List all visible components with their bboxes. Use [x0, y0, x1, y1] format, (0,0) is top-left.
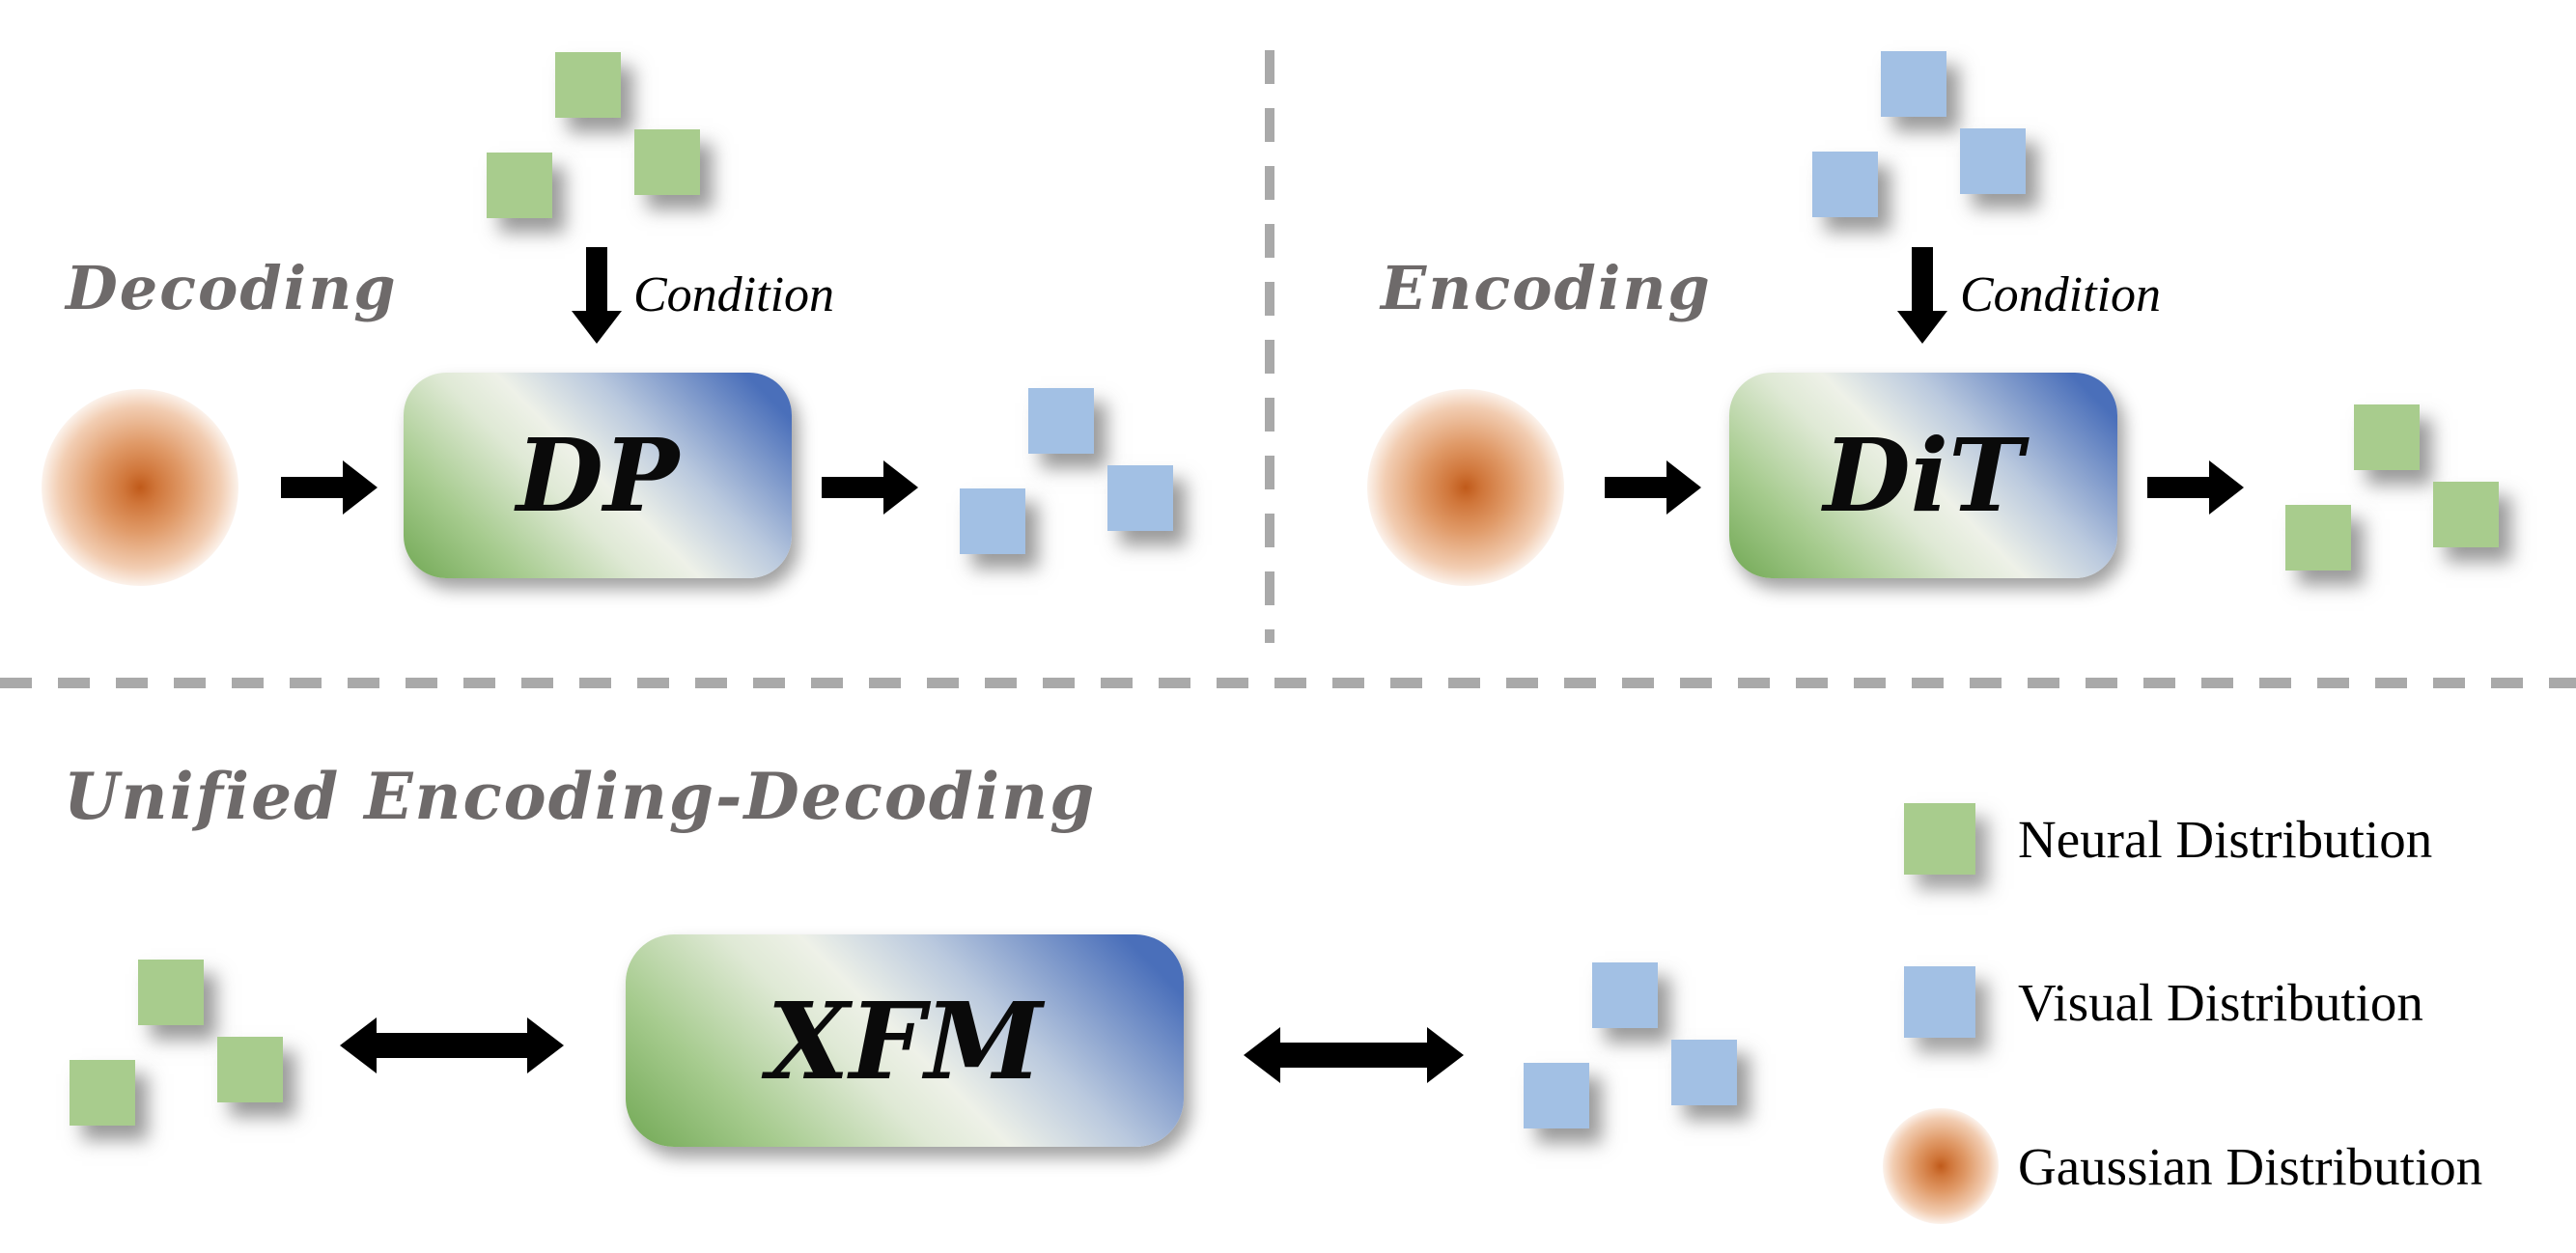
arrow-head [1427, 1027, 1464, 1083]
neural-square [487, 153, 552, 218]
neural-square [217, 1037, 283, 1102]
vertical-dashed-divider [1265, 50, 1274, 643]
visual-square [1960, 128, 2026, 194]
arrow-shaft [1280, 1043, 1427, 1068]
arrow-head [343, 460, 378, 515]
arrow-shaft [377, 1033, 527, 1058]
arrow-head [1244, 1027, 1280, 1083]
arrow-head [883, 460, 918, 515]
arrow-head [572, 311, 622, 344]
arrow-shaft [2147, 477, 2209, 498]
visual-square [1812, 152, 1878, 217]
gaussian-blob [1367, 389, 1564, 586]
encoding-title: Encoding [1381, 253, 1712, 323]
xfm-label: XFM [767, 978, 1043, 1103]
condition-label: Condition [1960, 267, 2162, 322]
visual-swatch-icon [1904, 966, 1975, 1038]
neural-square [555, 52, 621, 118]
legend-item: Gaussian Distribution [1883, 1108, 2482, 1224]
unified-title: Unified Encoding-Decoding [64, 759, 1097, 834]
xfm-box: XFM [626, 934, 1184, 1147]
flow-arrow-icon [2147, 460, 2244, 515]
decoding-title: Decoding [66, 253, 398, 323]
horizontal-dashed-divider [0, 678, 2576, 688]
legend-label: Gaussian Distribution [2018, 1136, 2483, 1196]
visual-square [1107, 465, 1173, 531]
arrow-shaft [1912, 247, 1933, 311]
dit-box: DiT [1729, 373, 2117, 578]
legend-label: Visual Distribution [2018, 972, 2423, 1032]
condition-arrow-icon [572, 247, 622, 344]
legend-item: Visual Distribution [1904, 966, 2423, 1038]
visual-square [1671, 1040, 1737, 1105]
flow-arrow-icon [281, 460, 378, 515]
arrow-shaft [822, 477, 883, 498]
neural-square [634, 129, 700, 195]
bidirectional-arrow-icon [1244, 1027, 1464, 1083]
dp-box: DP [404, 373, 792, 578]
condition-label: Condition [633, 267, 835, 322]
arrow-shaft [1605, 477, 1666, 498]
arrow-head [2209, 460, 2244, 515]
flow-arrow-icon [822, 460, 918, 515]
neural-square [2354, 404, 2420, 470]
neural-square [2285, 505, 2351, 571]
arrow-head [1666, 460, 1701, 515]
condition-arrow-icon [1897, 247, 1947, 344]
gaussian-swatch-icon [1883, 1108, 1999, 1224]
gaussian-blob [42, 389, 238, 586]
visual-square [960, 488, 1025, 554]
visual-square [1881, 51, 1946, 117]
neural-square [2433, 482, 2499, 547]
neural-swatch-icon [1904, 803, 1975, 875]
legend-item: Neural Distribution [1904, 803, 2432, 875]
neural-square [70, 1060, 135, 1126]
neural-square [138, 960, 204, 1025]
visual-square [1028, 388, 1094, 454]
arrow-shaft [281, 477, 343, 498]
bidirectional-arrow-icon [340, 1017, 564, 1073]
legend-label: Neural Distribution [2018, 809, 2433, 869]
visual-square [1592, 962, 1658, 1028]
visual-square [1524, 1063, 1589, 1128]
arrow-head [340, 1017, 377, 1073]
arrow-head [1897, 311, 1947, 344]
dit-label: DiT [1823, 416, 2024, 535]
dp-label: DP [516, 416, 680, 535]
arrow-head [527, 1017, 564, 1073]
flow-arrow-icon [1605, 460, 1701, 515]
arrow-shaft [586, 247, 607, 311]
